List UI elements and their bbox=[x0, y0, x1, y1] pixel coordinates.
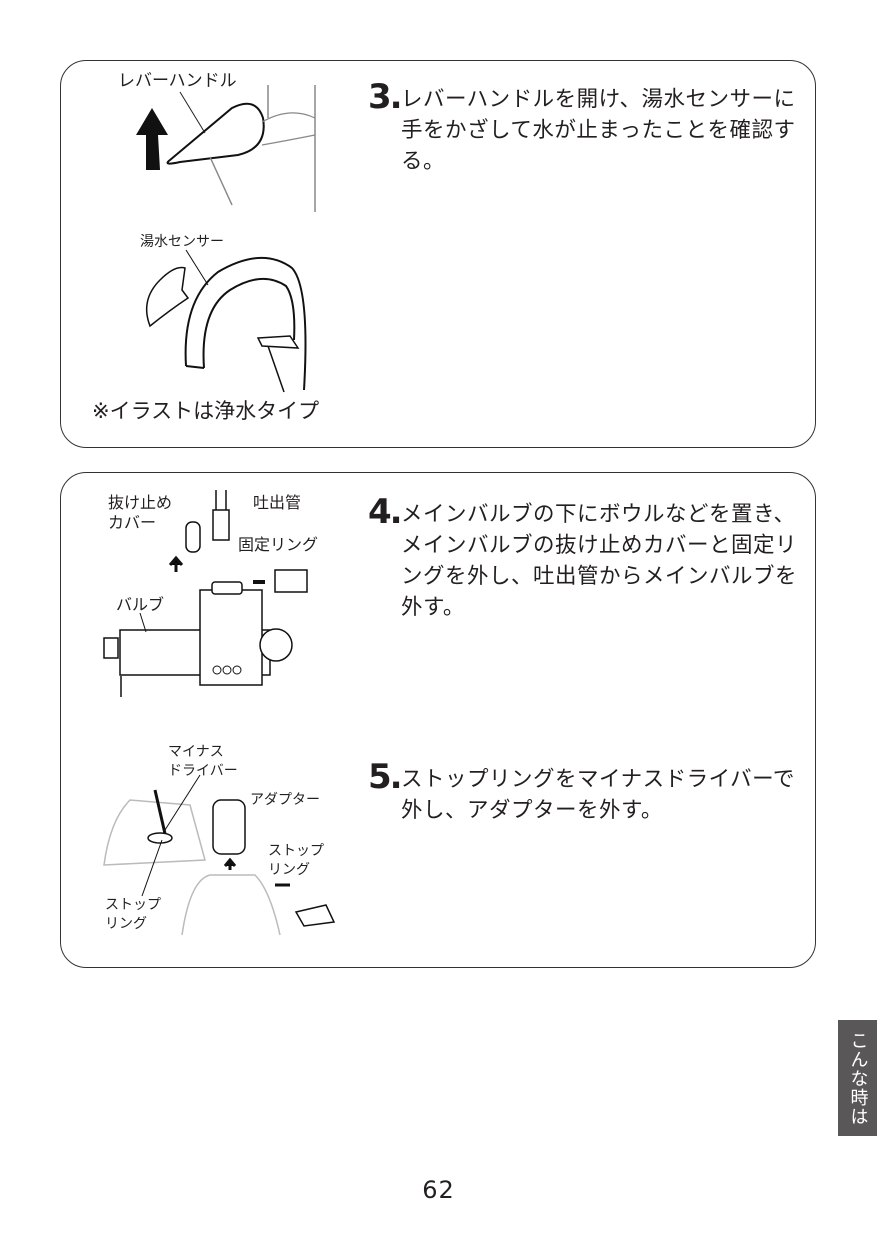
adapter-label: アダプター bbox=[250, 792, 320, 808]
stop-ring-label-right: ストップ リング bbox=[268, 843, 324, 878]
spout-label: 吐出管 bbox=[253, 493, 302, 512]
illustration-note: ※イラストは浄水タイプ bbox=[92, 399, 320, 423]
valve-label: バルブ bbox=[116, 595, 165, 614]
driver-label: マイナス ドライバー bbox=[168, 744, 238, 779]
section-tab[interactable]: こんな時は bbox=[838, 1020, 877, 1136]
fixing-ring-label: 固定リング bbox=[238, 535, 319, 554]
step-3-panel bbox=[60, 60, 816, 448]
step-text: ストップリングをマイナスドライバーで外し、アダプターを外す。 bbox=[401, 767, 795, 823]
page-number: 62 bbox=[422, 1176, 455, 1204]
step-text: メインバルブの下にボウルなどを置き、メインバルブの抜け止めカバーと固定リングを外… bbox=[401, 502, 798, 620]
step-number: 3. bbox=[368, 77, 403, 117]
lever-handle-label: レバーハンドル bbox=[118, 71, 237, 91]
sensor-label: 湯水センサー bbox=[140, 234, 224, 250]
step-4-5-panel bbox=[60, 472, 816, 968]
stop-ring-label-left: ストップ リング bbox=[105, 897, 161, 932]
step-number: 5. bbox=[368, 757, 403, 797]
cover-label: 抜け止め カバー bbox=[108, 493, 173, 532]
step-text: レバーハンドルを開け、湯水センサーに手をかざして水が止まったことを確認する。 bbox=[401, 87, 796, 174]
step-number: 4. bbox=[368, 492, 403, 532]
